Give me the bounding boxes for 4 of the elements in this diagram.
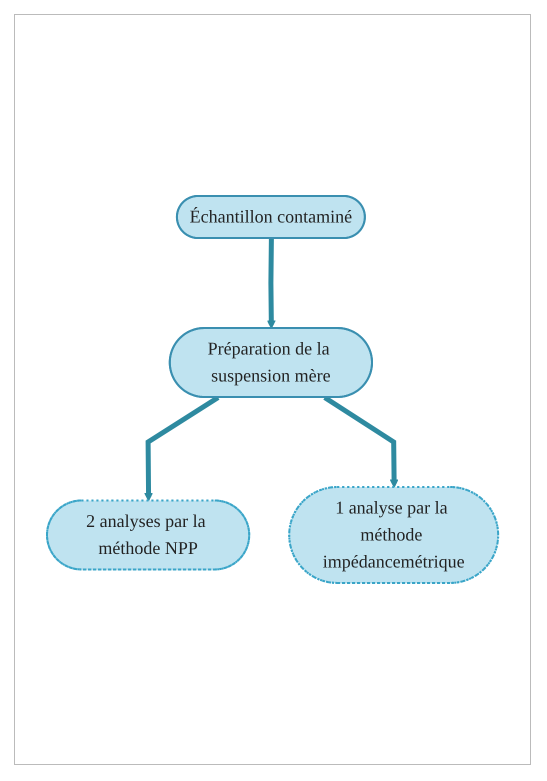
arrow [266,238,276,329]
arrow [323,395,398,488]
arrow [144,395,220,502]
page-frame: Échantillon contaminé Préparation de la suspension mère 2 analyses par la méthode NPP 1 analyse par la méthode impédancemétrique [14,14,531,765]
